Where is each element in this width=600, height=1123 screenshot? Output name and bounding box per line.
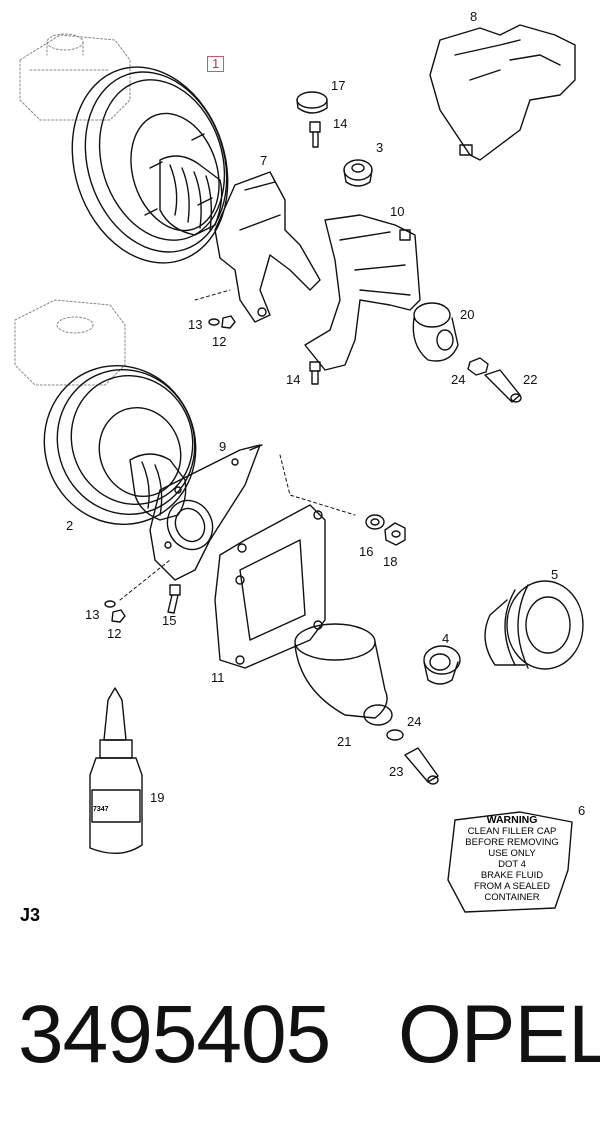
- callout-5[interactable]: 5: [551, 567, 559, 582]
- brake-booster-part-1: [71, 66, 229, 264]
- pedal-bracket-part-8: [429, 24, 576, 161]
- grommet-part-4: [423, 645, 461, 685]
- callout-23[interactable]: 23: [389, 764, 404, 779]
- callout-11[interactable]: 11: [211, 670, 225, 685]
- washer-nut-parts-13-12-lower: [104, 600, 126, 623]
- callout-24-upper[interactable]: 24: [451, 372, 466, 387]
- mounting-plate-part-9: [149, 444, 263, 581]
- callout-10[interactable]: 10: [390, 204, 405, 219]
- master-cylinder-ghost-upper: [19, 33, 131, 121]
- callout-3[interactable]: 3: [376, 140, 384, 155]
- callout-8[interactable]: 8: [470, 9, 478, 24]
- callout-2[interactable]: 2: [66, 518, 74, 533]
- warning-label-part-6: [447, 811, 573, 913]
- brake-booster-part-2: [43, 364, 197, 526]
- boot-part-21: [294, 623, 393, 726]
- callout-13-upper[interactable]: 13: [188, 317, 203, 332]
- sleeve-part-22: [484, 369, 522, 403]
- callout-12-upper[interactable]: 12: [212, 334, 227, 349]
- callout-9[interactable]: 9: [219, 439, 227, 454]
- warning-line: CONTAINER: [484, 892, 540, 903]
- adhesive-bottle-part-19: [89, 687, 143, 854]
- bolt-part-15: [167, 584, 181, 614]
- bracket-part-7: [214, 171, 321, 323]
- cap-part-17: [296, 91, 328, 114]
- exploded-parts-diagram: [14, 24, 584, 913]
- callout-4[interactable]: 4: [442, 631, 450, 646]
- connector-lines: [119, 289, 356, 601]
- callout-13-lower[interactable]: 13: [85, 607, 100, 622]
- callout-17[interactable]: 17: [331, 78, 346, 93]
- warning-line: DOT 4: [498, 859, 526, 870]
- callout-16[interactable]: 16: [359, 544, 374, 559]
- warning-line: USE ONLY: [488, 848, 536, 859]
- warning-line: FROM A SEALED: [473, 881, 551, 892]
- callout-12-lower[interactable]: 12: [107, 626, 122, 641]
- callout-7[interactable]: 7: [260, 153, 268, 168]
- callout-15[interactable]: 15: [162, 613, 177, 628]
- callout-22[interactable]: 22: [523, 372, 538, 387]
- sheet-code: J3: [20, 905, 41, 925]
- callout-19[interactable]: 19: [150, 790, 165, 805]
- nut-part-24-upper: [467, 357, 489, 376]
- pin-part-23: [404, 747, 439, 785]
- callout-24-lower[interactable]: 24: [407, 714, 422, 729]
- callout-14-upper[interactable]: 14: [333, 116, 348, 131]
- washer-part-16: [365, 514, 385, 530]
- washer-nut-parts-13-12-upper: [208, 315, 236, 329]
- frame-part-11: [214, 504, 326, 669]
- bracket-part-10: [304, 214, 421, 371]
- bolt-part-14-lower: [309, 361, 321, 385]
- callout-6[interactable]: 6: [578, 803, 586, 818]
- bottle-label-text: 7347: [93, 806, 109, 813]
- callout-20[interactable]: 20: [460, 307, 475, 322]
- washer-part-24-lower: [386, 729, 404, 741]
- callout-21[interactable]: 21: [337, 734, 352, 749]
- ribbed-seal-part-5: [484, 580, 584, 670]
- grommet-part-3: [343, 159, 373, 187]
- callout-18[interactable]: 18: [383, 554, 398, 569]
- nut-part-18: [384, 522, 406, 546]
- master-cylinder-ghost-lower: [14, 299, 126, 386]
- part-number: 3495405: [18, 989, 331, 1080]
- warning-line: BRAKE FLUID: [480, 870, 544, 881]
- callout-14-lower[interactable]: 14: [286, 372, 301, 387]
- warning-line: BEFORE REMOVING: [465, 837, 559, 848]
- warning-label-text: WARNING CLEAN FILLER CAP BEFORE REMOVING…: [447, 814, 577, 904]
- cup-part-20: [412, 302, 459, 362]
- brand-name: OPEL: [398, 989, 600, 1080]
- bolt-part-14-upper: [309, 121, 321, 148]
- warning-line: CLEAN FILLER CAP: [467, 826, 557, 837]
- callout-1[interactable]: 1: [207, 56, 225, 72]
- warning-title: WARNING: [486, 814, 538, 826]
